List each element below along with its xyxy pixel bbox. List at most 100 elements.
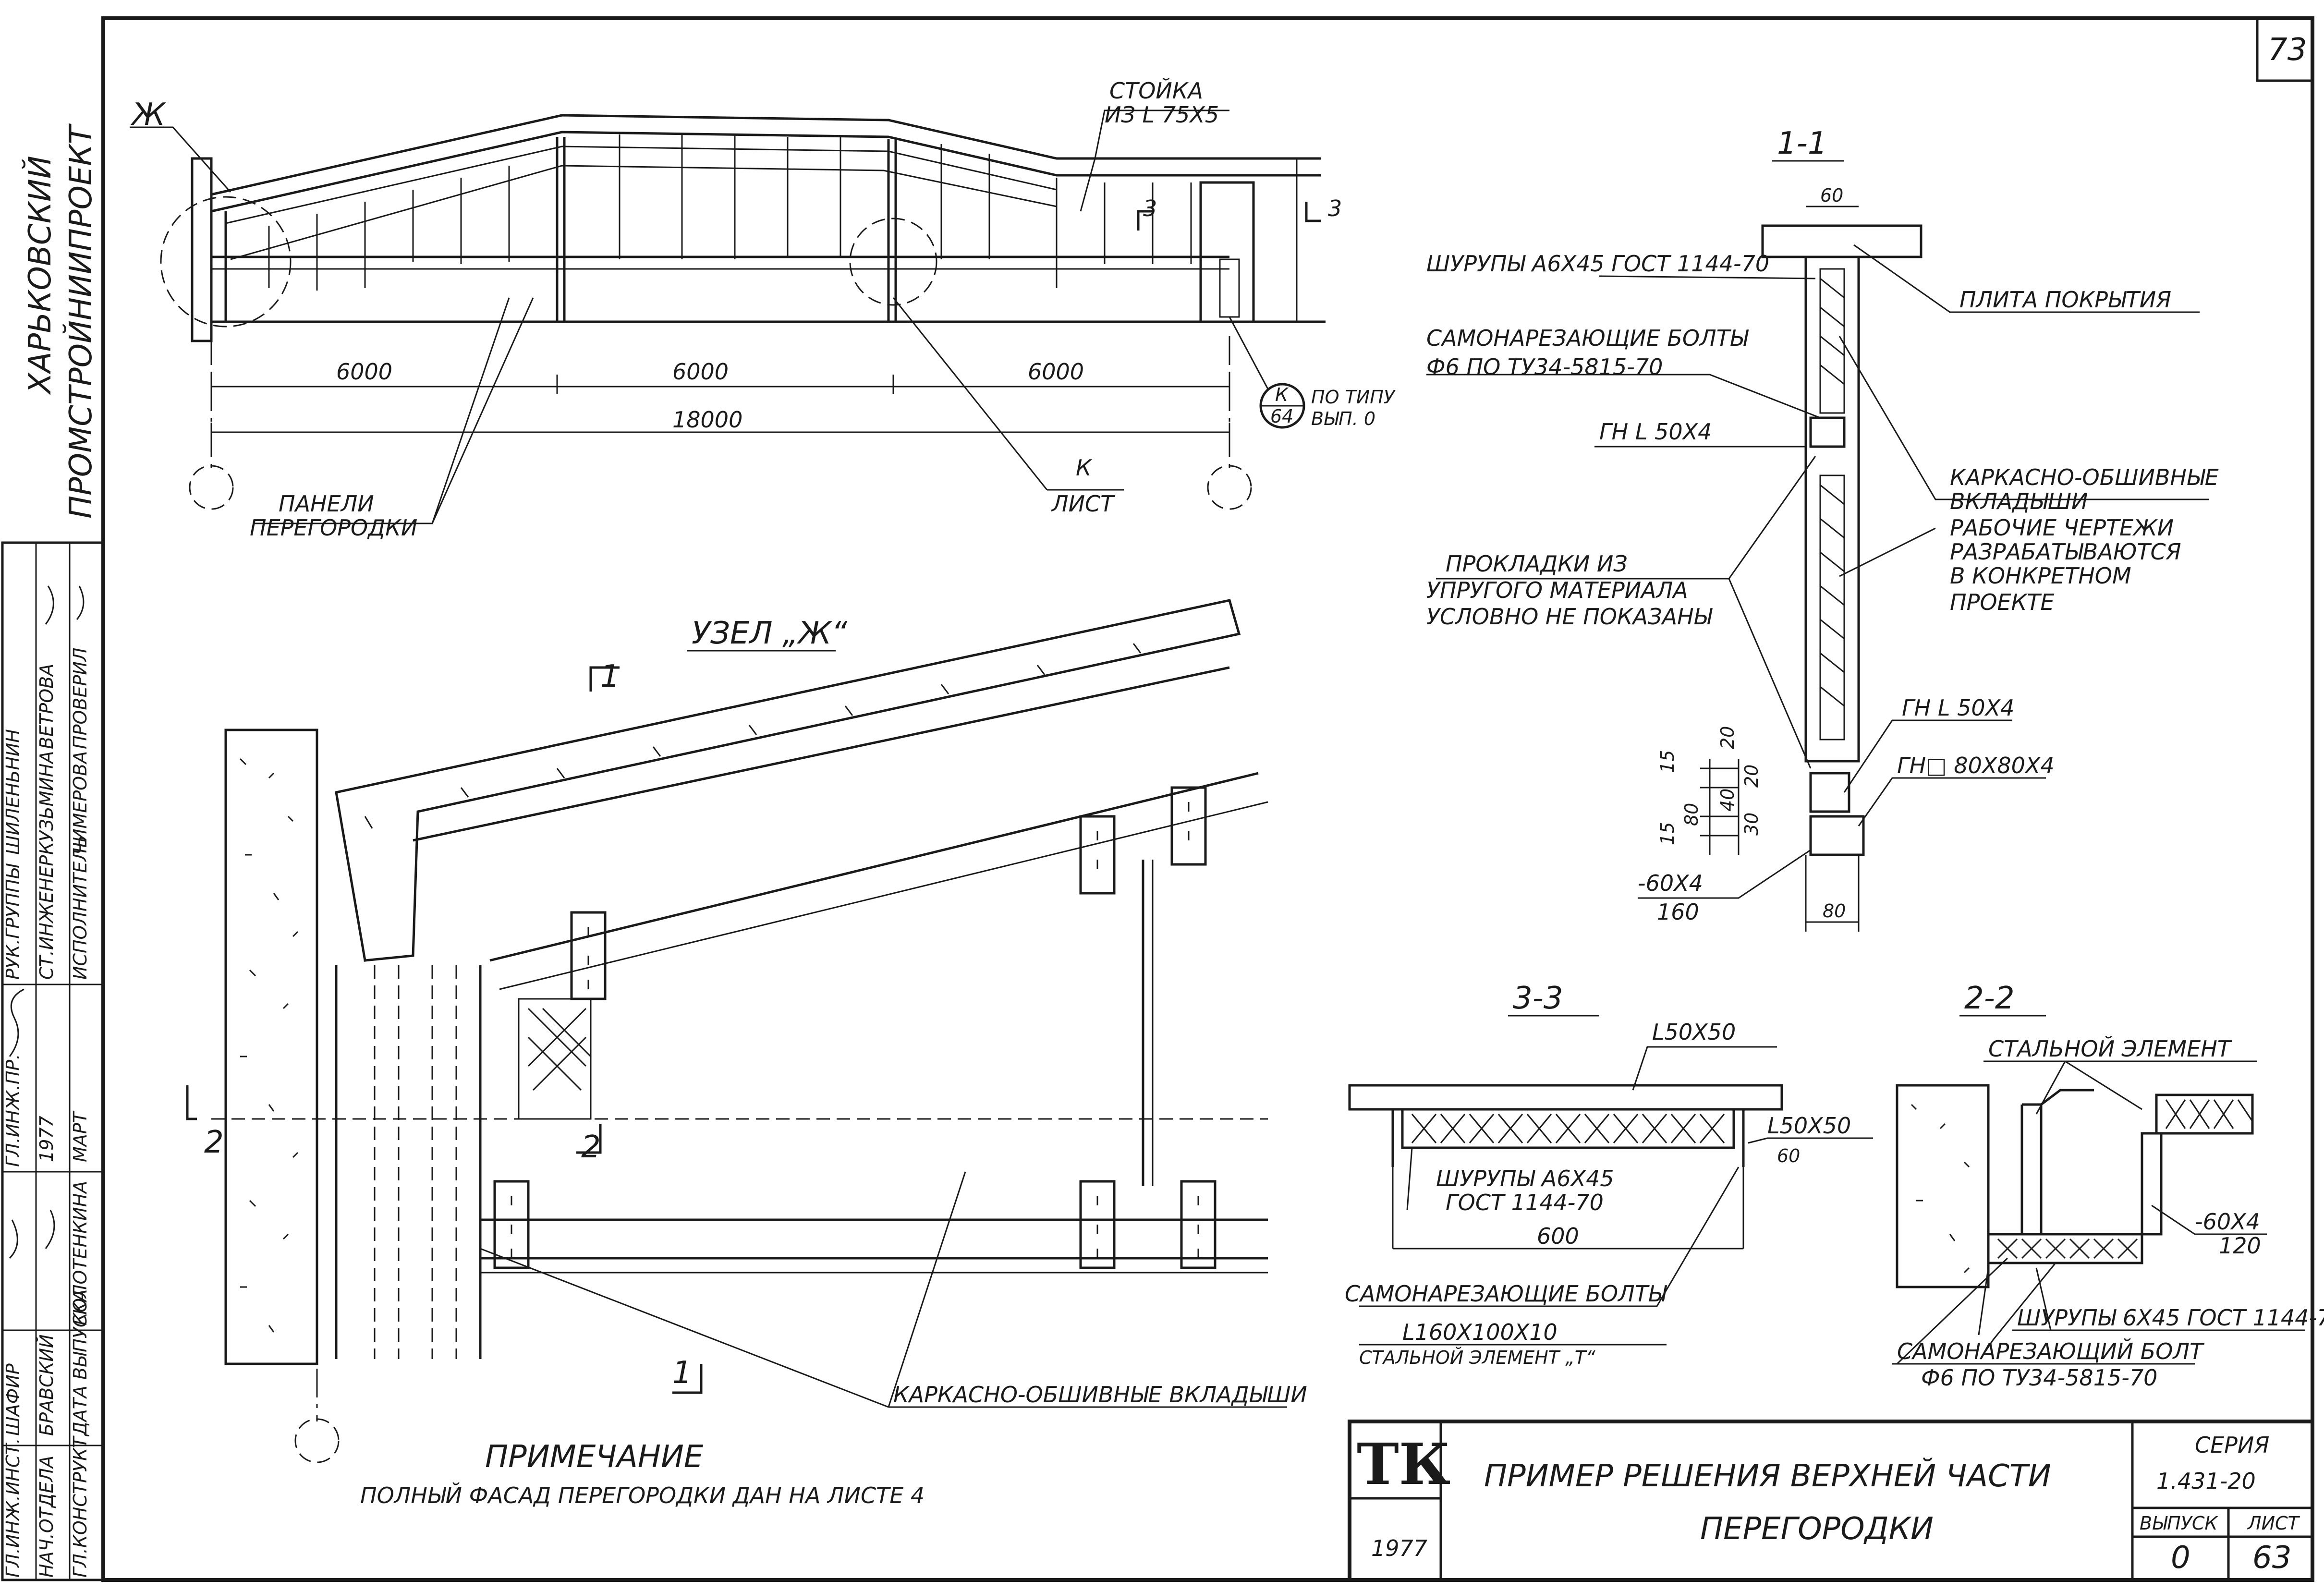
section-3-3: 3-3 L50Х50 L50Х50 60 ШУРУПЫ А6Х45 ГОСТ 1… (1345, 981, 1873, 1368)
note-block: ПРИМЕЧАНИЕ ПОЛНЫЙ ФАСАД ПЕРЕГОРОДКИ ДАН … (360, 1439, 925, 1508)
elev-dim-1: 6000 (336, 359, 392, 385)
stamp-name-6: ВЕТРОВА (36, 664, 57, 749)
node-vkladyshi: КАРКАСНО-ОБШИВНЫЕ ВКЛАДЫШИ (893, 1382, 1307, 1408)
side-org-name: ХАРЬКОВСКИЙ ПРОМСТРОЙНИИПРОЕКТ (22, 123, 99, 519)
title-logo: ТК (1357, 1431, 1450, 1497)
sec22-title: 2-2 (1964, 981, 2015, 1016)
elev-panels-line2: ПЕРЕГОРОДКИ (250, 515, 417, 541)
sec22-bolt-line2: Ф6 ПО ТУ34-5815-70 (1921, 1365, 2157, 1391)
stamp-role-4: ГЛ.ИНЖ.ПР. (2, 1054, 24, 1167)
node-zh-detail: УЗЕЛ „Ж“ 1 (186, 599, 1307, 1463)
approval-stamp: ГЛ.ИНЖ.ИНСТ. НАЧ.ОТДЕЛА ГЛ.КОНСТРУКТ. ГЛ… (1, 541, 105, 1581)
issue-value: 0 (2171, 1540, 2190, 1576)
stamp-date: 1977 (36, 1116, 57, 1162)
sec22-shurupy: ШУРУПЫ 6Х45 ГОСТ 1144-70 (2017, 1305, 2324, 1331)
title-block: ТК 1977 ПРИМЕР РЕШЕНИЯ ВЕРХНЕЙ ЧАСТИ ПЕР… (1348, 1420, 2314, 1582)
sec11-vkl-line3: РАБОЧИЕ ЧЕРТЕЖИ (1950, 515, 2174, 541)
sec11-vdim-3: 40 (1717, 789, 1738, 812)
title-line2: ПЕРЕГОРОДКИ (1700, 1511, 1934, 1547)
note-text: ПОЛНЫЙ ФАСАД ПЕРЕГОРОДКИ ДАН НА ЛИСТЕ 4 (360, 1482, 925, 1508)
elev-dim-3: 6000 (1028, 359, 1084, 385)
stamp-name-7: ЧИМЕРОВА (70, 751, 91, 855)
stamp-role-8: ПРОВЕРИЛ (70, 648, 91, 749)
elev-stoyka-line1: СТОЙКА (1109, 78, 1203, 104)
stamp-name-2: БРАВСКИЙ (36, 1335, 57, 1436)
elev-stoyka-line2: ИЗ L 75Х5 (1105, 102, 1219, 128)
sec11-vkl-line4: РАЗРАБАТЫВАЮТСЯ (1950, 539, 2181, 565)
sec11-prok-line2: УПРУГОГО МАТЕРИАЛА (1426, 577, 1688, 603)
sec33-title: 3-3 (1513, 981, 1563, 1016)
stamp-signatures (9, 585, 85, 1259)
title-line1: ПРИМЕР РЕШЕНИЯ ВЕРХНЕЙ ЧАСТИ (1484, 1457, 2051, 1494)
issue-label: ВЫПУСК (2140, 1513, 2218, 1534)
sec11-prok-line1: ПРОКЛАДКИ ИЗ (1446, 551, 1628, 577)
elev-list-word: ЛИСТ (1051, 491, 1116, 517)
stamp-month: МАРТ (70, 1110, 91, 1162)
sec11-vkl-line5: В КОНКРЕТНОМ (1950, 563, 2131, 589)
title-year: 1977 (1371, 1535, 1427, 1561)
elev-ref-64: 64 (1270, 406, 1293, 427)
node-cut-1-bottom: 1 (672, 1355, 692, 1391)
sheet-number: 73 (2268, 32, 2307, 68)
sec11-vdim-1: 15 (1657, 750, 1678, 773)
sec11-vdim-4: 20 (1741, 765, 1762, 788)
elev-panels-line1: ПАНЕЛИ (279, 491, 374, 517)
node-zh-title: УЗЕЛ „Ж“ (692, 616, 848, 651)
elev-cut-3-left: 3 (1143, 195, 1157, 221)
stamp-role-2: НАЧ.ОТДЕЛА (36, 1456, 57, 1578)
elev-dim-2: 6000 (672, 359, 729, 385)
section-1-1: 1-1 60 ШУРУПЫ А6Х45 ГОСТ 1144-70 САМОНАР… (1426, 126, 2219, 932)
stamp-name-4: ШИЛЕНЬНИН (2, 729, 24, 855)
elev-label-zh: Ж (130, 97, 167, 133)
sec11-dim-60: 60 (1820, 185, 1843, 206)
sec11-bolty-line1: САМОНАРЕЗАЮЩИЕ БОЛТЫ (1426, 325, 1749, 351)
sec33-angle-right: L50Х50 (1767, 1113, 1851, 1139)
sec11-prok-line3: УСЛОВНО НЕ ПОКАЗАНЫ (1426, 604, 1713, 630)
side-org-line2: ПРОМСТРОЙНИИПРОЕКТ (62, 123, 99, 519)
sec33-angle-top: L50Х50 (1652, 1019, 1736, 1045)
sec33-shurupy-line2: ГОСТ 1144-70 (1446, 1190, 1604, 1215)
node-cut-1-top: 1 (600, 659, 620, 694)
sec11-vdim-5: 30 (1741, 813, 1762, 836)
section-2-2: 2-2 СТАЛЬНОЙ ЭЛЕМЕНТ -60Х4 120 ШУРУПЫ 6Х… (1892, 981, 2324, 1391)
node-column-hatch (239, 758, 299, 1333)
elev-ref-k: К (1275, 384, 1289, 405)
sec11-title: 1-1 (1777, 126, 1827, 161)
partition-elevation: 3 3 Ж СТОЙКА ИЗ L 75Х5 6000 6000 6000 18… (130, 78, 1396, 541)
sec11-vkl-line6: ПРОЕКТЕ (1950, 589, 2054, 615)
elev-dim-total: 18000 (672, 407, 742, 433)
stamp-role-5: РУК.ГРУППЫ (2, 863, 24, 980)
note-title: ПРИМЕЧАНИЕ (485, 1439, 704, 1475)
sec11-vdim-6: 80 (1681, 803, 1702, 826)
sec22-plate-len: 120 (2219, 1233, 2261, 1259)
sec11-vkl-line1: КАРКАСНО-ОБШИВНЫЕ (1950, 464, 2219, 490)
stamp-role-9: ДАТА ВЫПУСКА (70, 1289, 91, 1437)
sec11-dim-80: 80 (1823, 900, 1846, 922)
sec11-vdim-7: 15 (1657, 822, 1678, 845)
stamp-role-3: ГЛ.КОНСТРУКТ. (70, 1431, 91, 1578)
sec11-plate: -60Х4 (1638, 870, 1703, 896)
sec33-dim-60: 60 (1777, 1145, 1800, 1166)
series-label: СЕРИЯ (2195, 1432, 2269, 1458)
sec33-dim-600: 600 (1537, 1223, 1579, 1249)
sec33-angle-big: L160Х100Х10 (1402, 1319, 1557, 1345)
elev-ref-line2: ВЫП. 0 (1311, 408, 1375, 429)
sec22-bolt-line1: САМОНАРЕЗАЮЩИЙ БОЛТ (1897, 1338, 2205, 1364)
series-value: 1.431-20 (2156, 1468, 2256, 1494)
elev-cut-3-right: 3 (1328, 195, 1342, 221)
sec11-shurupy: ШУРУПЫ А6Х45 ГОСТ 1144-70 (1426, 251, 1769, 277)
sec11-gn-mid: ГН L 50Х4 (1902, 695, 2014, 721)
sec11-vkl-line2: ВКЛАДЫШИ (1950, 488, 2088, 514)
node-cut-2: 2 (204, 1125, 224, 1160)
node-cut-2b: 2 (581, 1129, 601, 1165)
stamp-name-3: КОЛОТЕНКИНА (70, 1181, 91, 1325)
sec11-plate-len: 160 (1657, 899, 1699, 925)
elev-ref-line1: ПО ТИПУ (1311, 387, 1396, 408)
sec22-plate: -60Х4 (2195, 1209, 2260, 1235)
sec11-bolty-line2: Ф6 ПО ТУ34-5815-70 (1426, 354, 1663, 380)
stamp-role-6: СТ.ИНЖЕНЕР (36, 855, 57, 980)
stamp-role-1: ГЛ.ИНЖ.ИНСТ. (2, 1438, 24, 1578)
sec33-element-t: СТАЛЬНОЙ ЭЛЕМЕНТ „Т“ (1359, 1347, 1595, 1368)
sec33-bolty: САМОНАРЕЗАЮЩИЕ БОЛТЫ (1345, 1281, 1667, 1307)
